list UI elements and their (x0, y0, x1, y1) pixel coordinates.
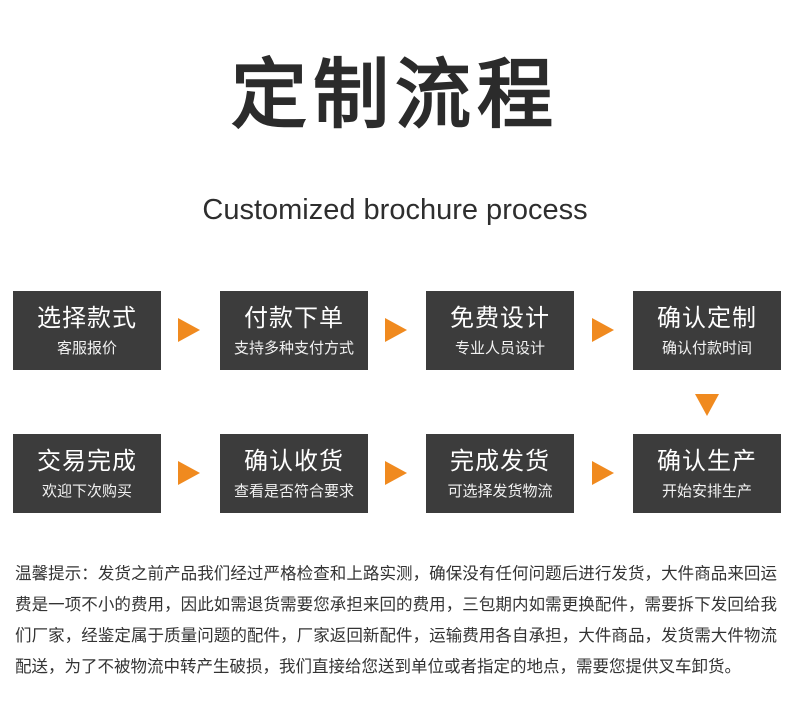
arrow-right-icon (592, 318, 614, 342)
page-title: 定制流程 (231, 50, 559, 139)
step-confirm-receipt: 确认收货 查看是否符合要求 (220, 434, 368, 513)
step-desc: 专业人员设计 (454, 339, 545, 357)
step-shipping: 完成发货 可选择发货物流 (426, 434, 574, 513)
arrow-down-icon (695, 394, 719, 416)
notice-text: 温馨提示：发货之前产品我们经过严格检查和上路实测，确保没有任何问题后进行发货，大… (15, 564, 777, 676)
step-desc: 客服报价 (56, 339, 117, 357)
arrow-right-icon (178, 318, 200, 342)
arrow-right-icon (385, 461, 407, 485)
step-desc: 确认付款时间 (661, 339, 752, 357)
step-title: 确认生产 (657, 447, 757, 475)
step-desc: 可选择发货物流 (447, 482, 553, 500)
step-desc: 支持多种支付方式 (233, 339, 354, 357)
step-complete: 交易完成 欢迎下次购买 (13, 434, 161, 513)
step-desc: 查看是否符合要求 (233, 482, 354, 500)
step-confirm-custom: 确认定制 确认付款时间 (633, 291, 781, 370)
step-title: 交易完成 (37, 447, 137, 475)
step-confirm-production: 确认生产 开始安排生产 (633, 434, 781, 513)
arrow-right-icon (592, 461, 614, 485)
page-subtitle: Customized brochure process (202, 194, 588, 226)
step-desc: 欢迎下次购买 (41, 482, 132, 500)
arrow-right-icon (178, 461, 200, 485)
step-title: 选择款式 (37, 304, 137, 332)
step-select-style: 选择款式 客服报价 (13, 291, 161, 370)
step-title: 付款下单 (244, 304, 344, 332)
step-desc: 开始安排生产 (661, 482, 752, 500)
step-title: 确认定制 (657, 304, 757, 332)
step-title: 确认收货 (244, 447, 344, 475)
arrow-right-icon (385, 318, 407, 342)
step-title: 免费设计 (450, 304, 550, 332)
step-payment: 付款下单 支持多种支付方式 (220, 291, 368, 370)
step-title: 完成发货 (450, 447, 550, 475)
step-free-design: 免费设计 专业人员设计 (426, 291, 574, 370)
